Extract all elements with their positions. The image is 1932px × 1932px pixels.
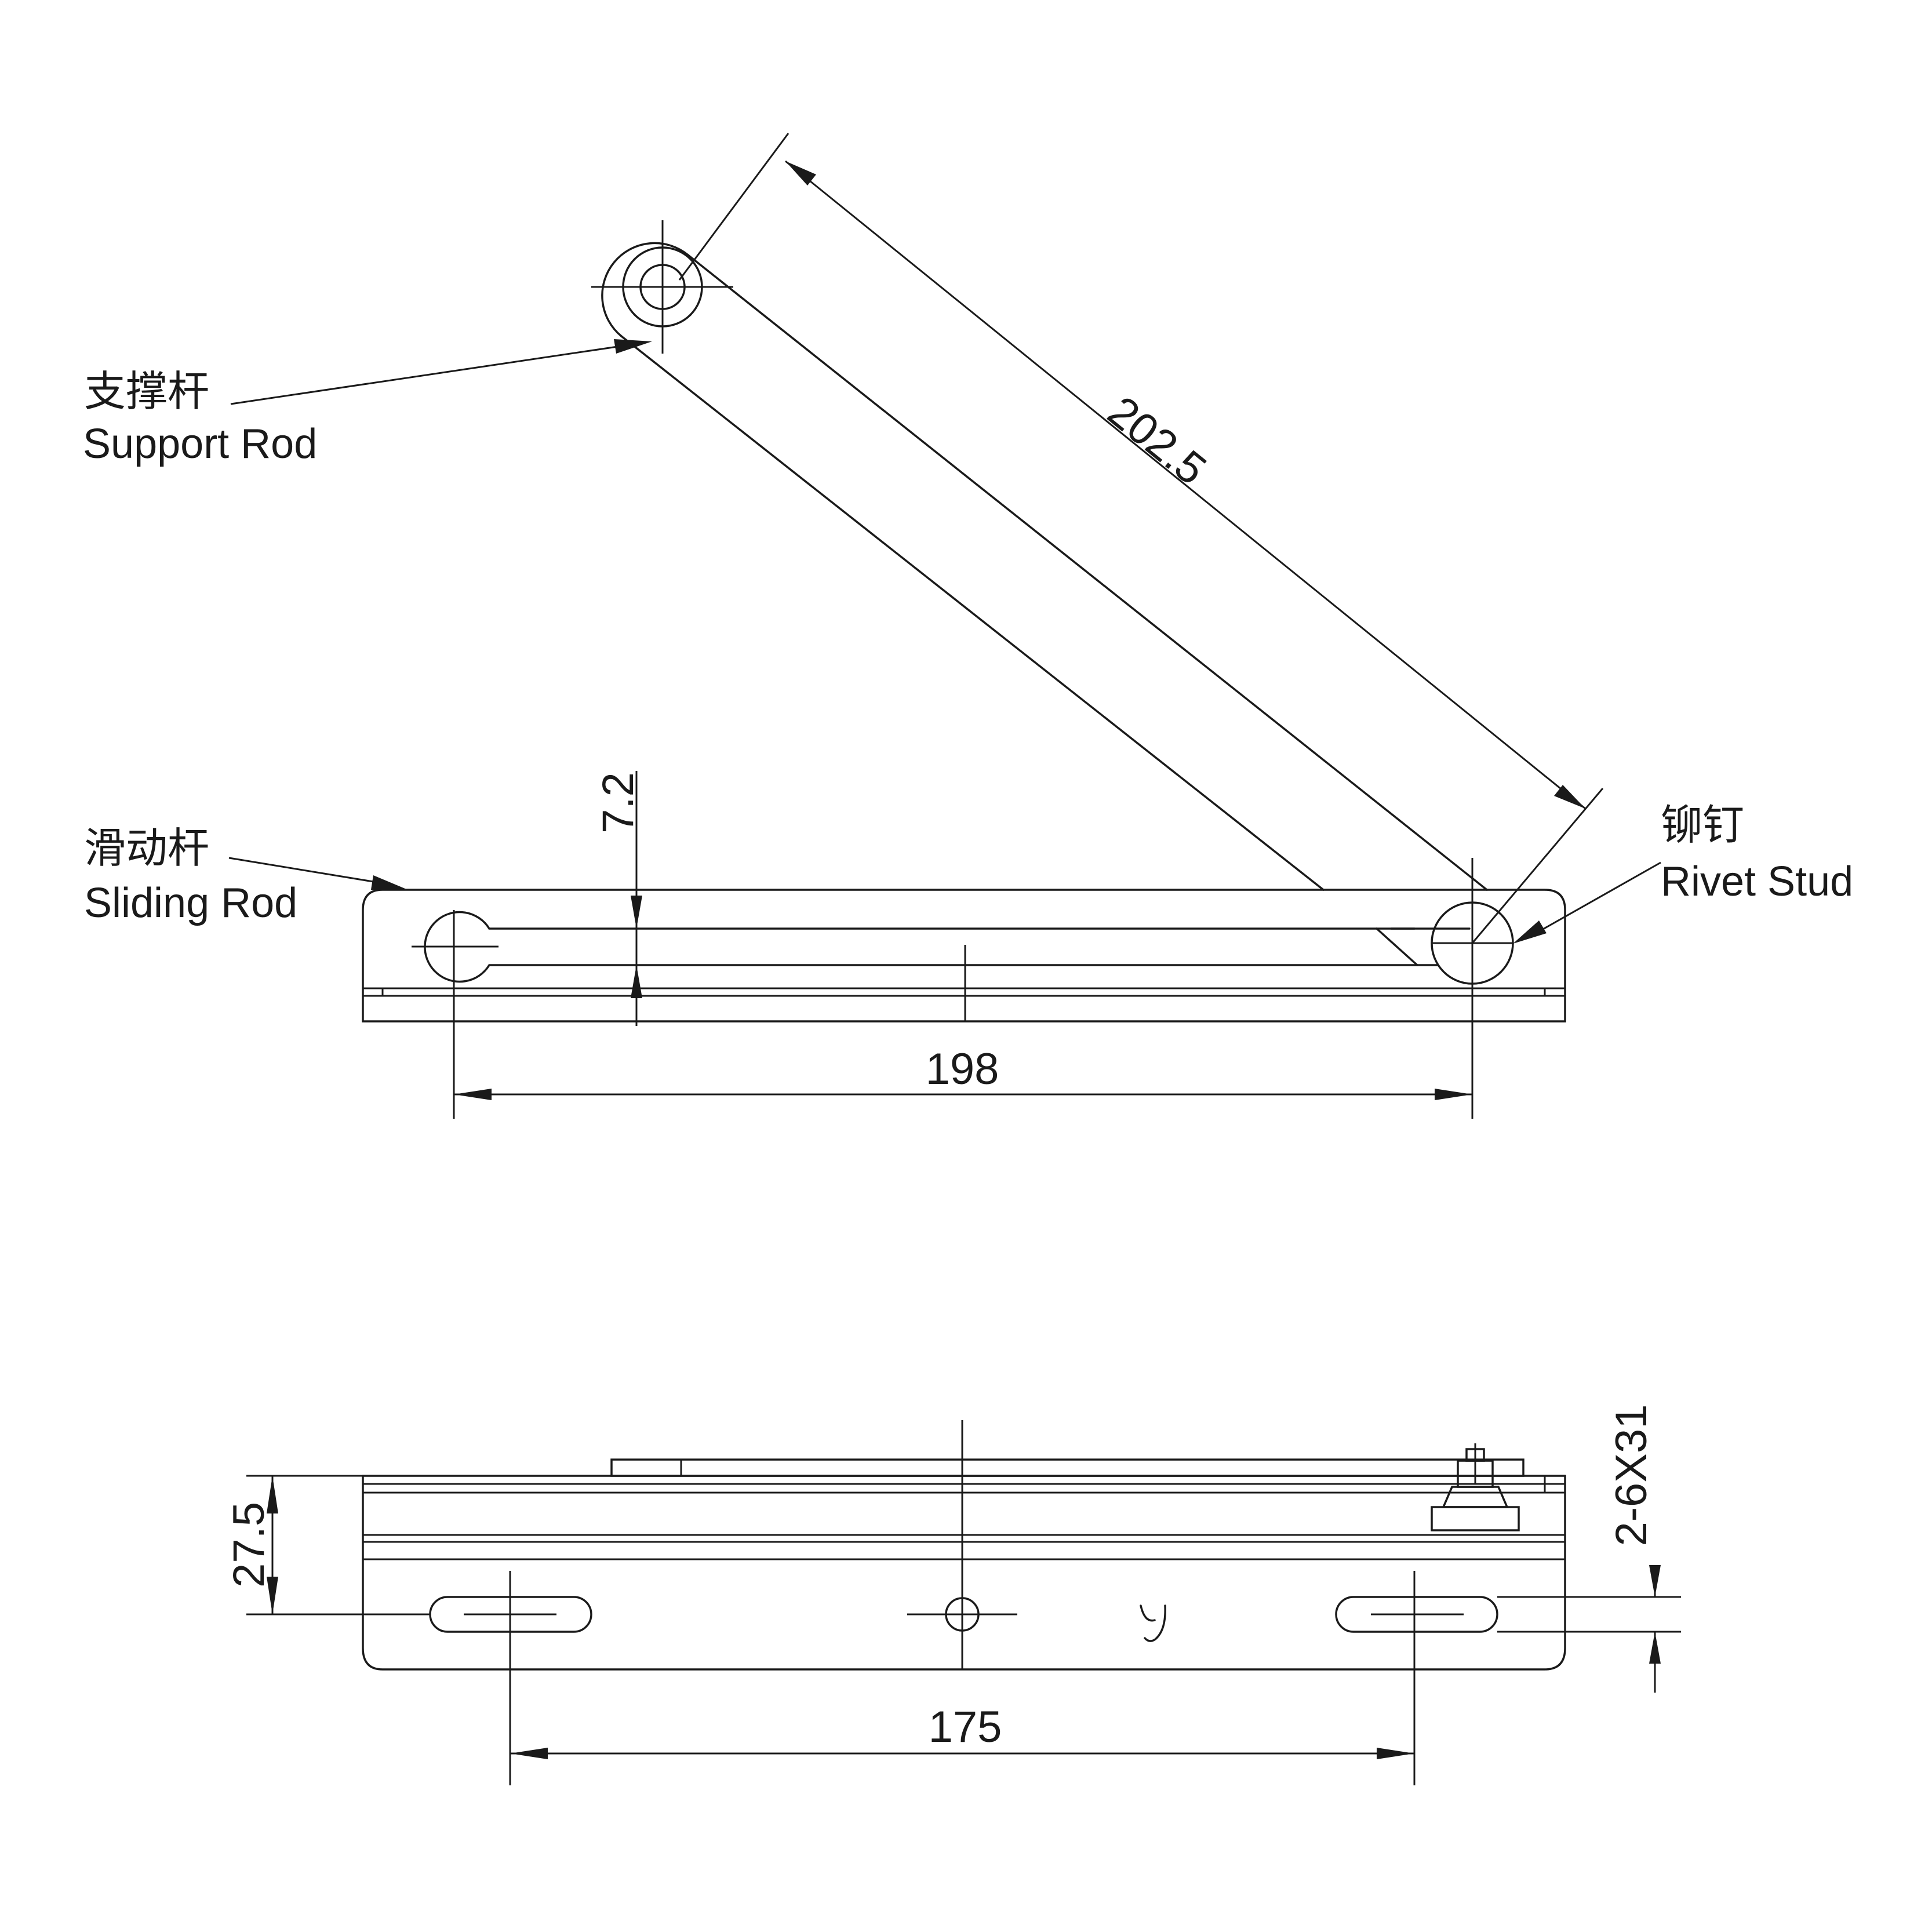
support-rod: [591, 220, 1488, 891]
dimension-175: 175: [510, 1702, 1414, 1759]
dimension-27-5-label: 27.5: [224, 1502, 274, 1588]
dimension-2-6x31-label: 2-6X31: [1607, 1404, 1656, 1546]
dimension-27-5: 27.5: [224, 1475, 430, 1616]
center-hole: [907, 1420, 1017, 1669]
support-rod-label-cn: 支撑杆: [84, 369, 209, 415]
leader-rivet-stud: 铆钉 Rivet Stud: [1513, 802, 1853, 944]
sliding-rod: [362, 889, 1566, 1023]
rivet-stud-label-cn: 铆钉: [1661, 802, 1744, 849]
support-rod-label-en: Support Rod: [83, 421, 317, 467]
logo-mark: [1140, 1604, 1166, 1642]
slot-right: [1335, 1571, 1498, 1785]
side-view: 27.5 2-6X31 175: [224, 1404, 1681, 1785]
dimension-202-5: 202.5: [678, 133, 1604, 944]
rivet-stud-side: [1431, 1443, 1520, 1531]
dimension-7-2: 7.2: [594, 771, 643, 1026]
dimension-7-2-label: 7.2: [594, 772, 643, 834]
leader-support-rod: 支撑杆 Support Rod: [83, 339, 652, 467]
sliding-rod-label-en: Sliding Rod: [84, 880, 297, 926]
side-body: [362, 1458, 1566, 1671]
leader-sliding-rod: 滑动杆 Sliding Rod: [84, 825, 409, 926]
dimension-198-label: 198: [926, 1045, 999, 1094]
rivet-stud-label-en: Rivet Stud: [1661, 858, 1853, 905]
top-view: 202.5 7.2 198 支撑杆 Support Rod: [83, 133, 1853, 1119]
dimension-198: 198: [453, 991, 1472, 1119]
dimension-2-6x31: 2-6X31: [1497, 1404, 1681, 1693]
dimension-175-label: 175: [929, 1702, 1002, 1752]
sliding-rod-label-cn: 滑动杆: [84, 825, 209, 872]
dimension-202-5-label: 202.5: [1098, 387, 1215, 494]
